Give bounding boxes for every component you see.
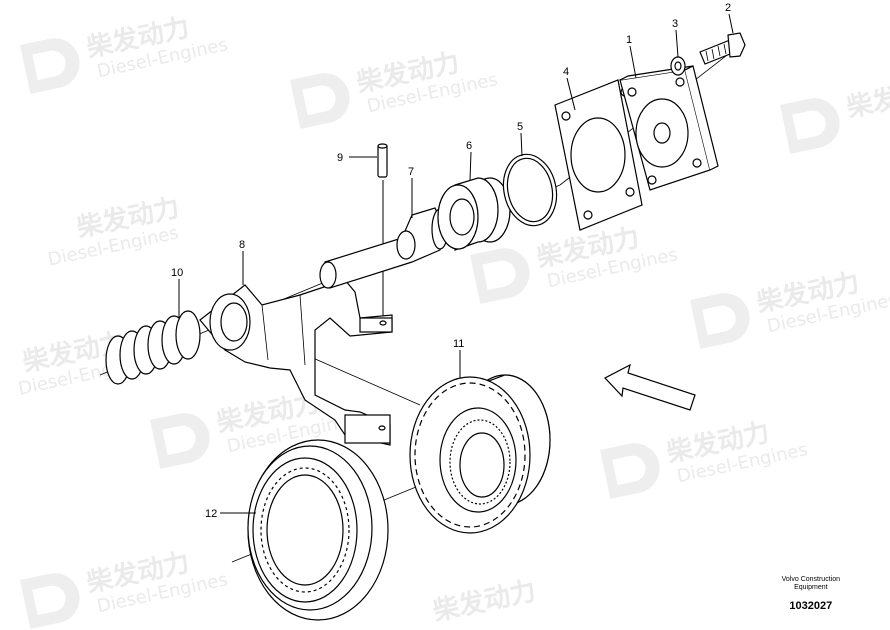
part-3-washer [670, 56, 686, 76]
watermark-11: 柴发动力 [429, 575, 538, 627]
part-12-gear-ring [247, 439, 389, 621]
manufacturer-name-line1: Volvo Construction [781, 576, 840, 583]
leader-lines [178, 13, 734, 514]
watermark-2: 柴发动力 Diesel-Engines [290, 47, 500, 129]
callout-5: 5 [517, 121, 523, 133]
callout-1: 1 [626, 34, 632, 46]
part-5-o-ring [502, 153, 558, 227]
manufacturer-name-line2: Equipment [794, 584, 828, 591]
watermark-cn: 柴发动力 [429, 575, 538, 627]
callout-9: 9 [337, 152, 343, 164]
part-4-gasket [554, 79, 643, 231]
callout-8: 8 [239, 239, 245, 251]
watermark-1: 柴发动力 Diesel-Engines [20, 12, 230, 94]
callout-7: 7 [408, 166, 414, 178]
watermark-logo-icon [690, 293, 750, 349]
watermark-logo-icon [780, 98, 840, 154]
direction-arrow-icon [604, 363, 696, 411]
watermark-logo-icon [600, 443, 660, 499]
watermark-4: 柴发动力 Diesel-Engines [46, 192, 182, 271]
part-9-pin [377, 143, 388, 178]
part-6-piston [437, 177, 511, 251]
part-10-spring [105, 310, 201, 385]
callout-labels: 1 2 3 4 5 6 7 8 9 10 11 12 [171, 2, 731, 520]
callout-11: 11 [453, 338, 464, 350]
watermark-logo-icon [20, 38, 80, 94]
part-11-clutch-hub [409, 374, 551, 534]
watermark-9: 柴发动力 Diesel-Engines [600, 417, 810, 499]
watermark-cn: 柴发动力 [843, 72, 890, 124]
callout-2: 2 [725, 2, 731, 14]
watermark-6: 柴发动力 Diesel-Engines [690, 267, 890, 349]
manufacturer-block: Volvo Construction Equipment 1032027 [782, 576, 840, 612]
callout-12: 12 [205, 508, 217, 520]
part-8-shift-fork [199, 279, 393, 446]
part-2-bolt [699, 32, 746, 65]
callout-10: 10 [171, 267, 183, 279]
document-number: 1032027 [789, 600, 833, 612]
watermark-logo-icon [150, 413, 210, 469]
watermark-3: 柴发动力 [780, 72, 890, 154]
watermark-10: 柴发动力 Diesel-Engines [20, 547, 230, 629]
callout-4: 4 [563, 66, 569, 78]
callout-3: 3 [672, 18, 678, 30]
watermark-layer: 柴发动力 Diesel-Engines 柴发动力 Diesel-Engines … [16, 12, 890, 629]
callout-6: 6 [466, 140, 472, 152]
part-7-shaft [319, 207, 449, 289]
watermark-logo-icon [290, 73, 350, 129]
watermark-logo-icon [470, 248, 530, 304]
watermark-logo-icon [20, 573, 80, 629]
